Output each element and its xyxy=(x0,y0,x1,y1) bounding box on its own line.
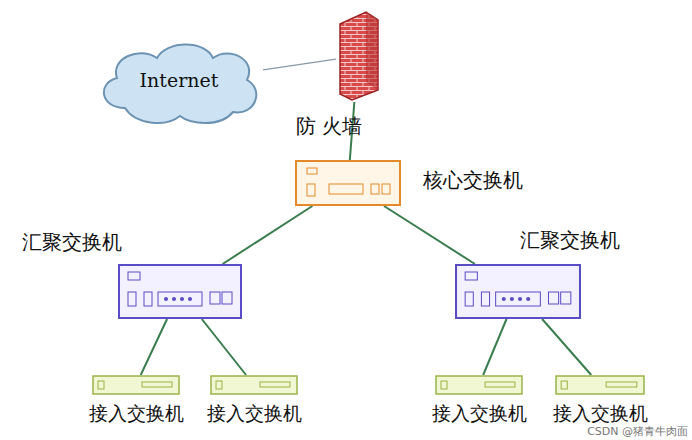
switch-node: 汇聚交换机 xyxy=(118,264,242,319)
network-link xyxy=(263,59,336,70)
switch-node: 接入交换机 xyxy=(435,375,523,395)
device-label: 接入交换机 xyxy=(89,402,184,425)
device-label: 防 火墙 xyxy=(296,114,362,138)
switch-node: 接入交换机 xyxy=(210,375,298,395)
switch-node: 核心交换机 xyxy=(295,160,401,206)
switch-icon xyxy=(210,375,298,395)
switch-icon xyxy=(455,264,581,319)
network-link xyxy=(223,206,313,264)
switch-icon xyxy=(118,264,242,319)
device-label: Internet xyxy=(140,69,219,92)
firewall-node: 防 火墙 xyxy=(336,10,380,102)
network-link xyxy=(202,319,246,375)
firewall-bricks xyxy=(336,10,380,102)
switch-icon xyxy=(92,375,180,395)
watermark: CSDN @猪青牛肉面 xyxy=(587,424,688,439)
switch-icon xyxy=(295,160,401,206)
network-link xyxy=(384,206,475,264)
switch-icon xyxy=(435,375,523,395)
switch-node: 接入交换机 xyxy=(92,375,180,395)
network-link xyxy=(483,319,506,375)
device-label: 汇聚交换机 xyxy=(520,228,620,252)
switch-node: 汇聚交换机 xyxy=(455,264,581,319)
switch-node: 接入交换机 xyxy=(555,375,645,395)
network-link xyxy=(141,319,167,375)
device-label: 核心交换机 xyxy=(423,168,523,192)
device-label: 汇聚交换机 xyxy=(22,230,122,254)
device-label: 接入交换机 xyxy=(553,402,648,425)
device-label: 接入交换机 xyxy=(207,402,302,425)
device-label: 接入交换机 xyxy=(432,402,527,425)
cloud-node: Internet xyxy=(95,38,263,126)
switch-icon xyxy=(555,375,645,395)
network-link xyxy=(542,319,591,375)
